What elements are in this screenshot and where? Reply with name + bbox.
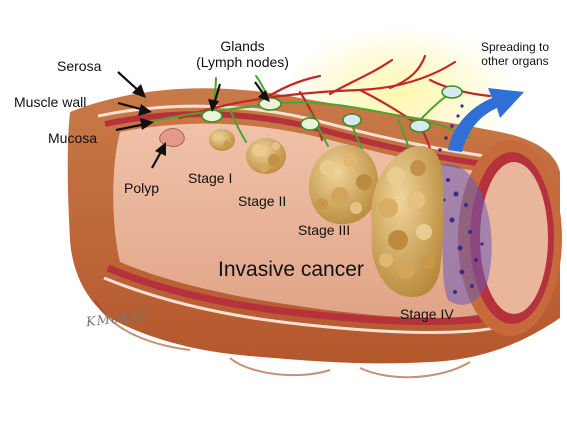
cancer-spread-region: [435, 163, 492, 305]
lymph-nodes: [201, 85, 463, 133]
label-stage-1: Stage I: [188, 170, 233, 186]
blood-vessels: [178, 54, 492, 168]
label-spreading-line2: other organs: [481, 54, 549, 68]
label-glands-line1: Glands: [220, 38, 265, 54]
label-mucosa: Mucosa: [48, 130, 98, 146]
tumor-stage-2: [246, 138, 286, 174]
label-stage-2: Stage II: [238, 193, 287, 209]
colon-opening-lumen: [480, 162, 548, 314]
label-serosa: Serosa: [57, 58, 102, 74]
polyp: [159, 128, 185, 147]
tumor-stage-3: [309, 144, 379, 225]
tumor-stage-1: [209, 129, 235, 151]
label-glands-line2: (Lymph nodes): [196, 54, 289, 70]
label-glands: Glands (Lymph nodes): [180, 38, 305, 70]
tumor-stage-4: [371, 146, 444, 297]
haustra-3: [359, 361, 471, 379]
haustra-1: [94, 299, 191, 351]
label-polyp: Polyp: [124, 180, 160, 196]
haustra-2: [229, 357, 331, 377]
label-stage-3: Stage III: [298, 222, 351, 238]
label-spreading-line1: Spreading to: [480, 40, 550, 54]
label-spreading: Spreading to other organs: [470, 40, 560, 68]
label-invasive-cancer: Invasive cancer: [218, 258, 364, 281]
pointer-arrows: [115, 71, 270, 169]
label-muscle-wall: Muscle wall: [14, 94, 87, 110]
spreading-arrow[interactable]: [448, 88, 524, 152]
label-stage-4: Stage IV: [400, 306, 454, 322]
cancer-spread-dots: [438, 104, 484, 294]
